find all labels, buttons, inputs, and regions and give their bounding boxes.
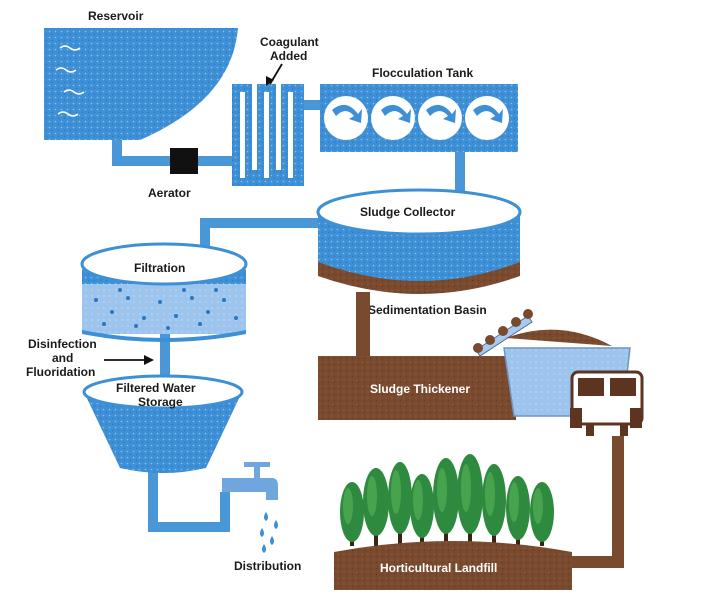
sludge-transport-pipe: [572, 436, 624, 568]
flocculation-rotors: [324, 96, 509, 140]
trees: [340, 454, 554, 546]
distribution-label: Distribution: [234, 559, 301, 573]
distribution-tap: Distribution: [222, 462, 301, 573]
filtration-label: Filtration: [134, 261, 185, 275]
coagulant-label-line1: Coagulant: [260, 35, 319, 49]
filtered-storage-label-line2: Storage: [138, 395, 183, 409]
aerator-label: Aerator: [148, 186, 191, 200]
reservoir: Reservoir: [44, 9, 238, 140]
sludge-truck: [503, 329, 644, 436]
conveyor: [473, 309, 533, 357]
coagulant-label-line2: Added: [270, 49, 307, 63]
sedimentation-basin-label: Sedimentation Basin: [368, 303, 487, 317]
horticultural-landfill-label: Horticultural Landfill: [380, 561, 497, 575]
sludge-thickener: Sludge Thickener: [318, 356, 516, 420]
filtered-water-storage: Filtered Water Storage: [82, 374, 244, 473]
aerator: Aerator: [148, 148, 198, 200]
flocculation-tank-label: Flocculation Tank: [372, 66, 473, 80]
filter-media-dots: [94, 288, 238, 330]
sludge-collector-label: Sludge Collector: [360, 205, 456, 219]
sludge-thickener-label: Sludge Thickener: [370, 382, 470, 396]
filtered-storage-label-line1: Filtered Water: [116, 381, 196, 395]
reservoir-label: Reservoir: [88, 9, 144, 23]
water-drops: [260, 512, 278, 553]
sludge-pipe: [356, 292, 370, 358]
filtration-unit: Filtration: [80, 242, 248, 342]
flocculation-tank: Flocculation Tank: [320, 66, 518, 152]
coagulant-mixer: Coagulant Added: [232, 35, 320, 186]
horticultural-landfill: Horticultural Landfill: [334, 454, 572, 590]
disinfection-label-line1: Disinfection: [28, 337, 97, 351]
sedimentation-basin: Sludge Collector Sedimentation Basin: [316, 188, 522, 317]
disinfection-input: Disinfection and Fluoridation: [26, 337, 154, 379]
disinfection-label-line3: Fluoridation: [26, 365, 95, 379]
disinfection-label-line2: and: [52, 351, 73, 365]
